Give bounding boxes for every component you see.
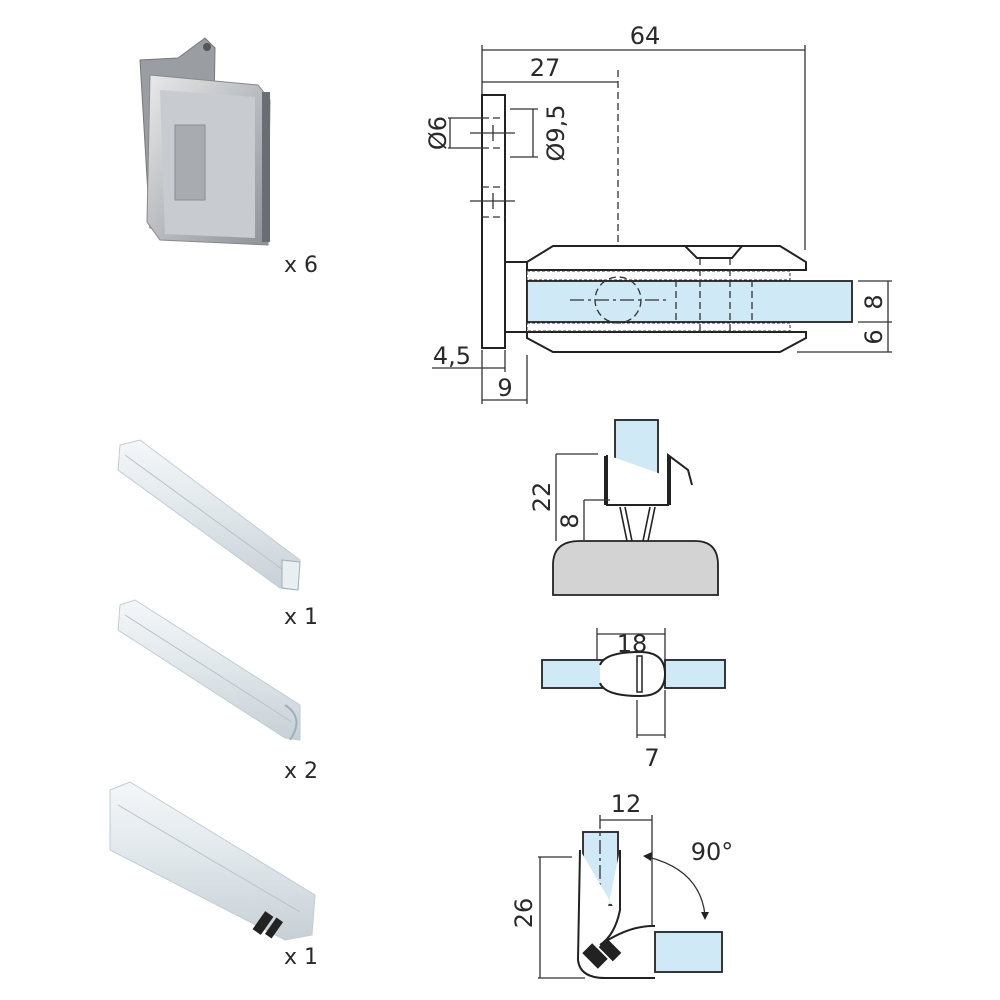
- dim-magnetic-width: 18: [617, 630, 648, 658]
- dim-plate-thickness: 4,5: [433, 342, 471, 370]
- sweep-seal-drawing: 22 8: [528, 419, 719, 596]
- dim-countersink-diameter: Ø9,5: [542, 104, 570, 161]
- dim-corner-angle: 90°: [691, 838, 734, 866]
- dim-corner-height: 26: [510, 898, 538, 929]
- magnetic-seal-drawing: 18 7: [541, 628, 726, 772]
- dim-glass-thickness: 8: [860, 294, 888, 309]
- dim-axis-offset: 27: [530, 54, 561, 82]
- hinge-quantity: x 6: [284, 253, 318, 278]
- dim-sweep-height: 22: [528, 482, 556, 513]
- dim-hole-diameter: Ø6: [424, 116, 452, 150]
- dim-plate-depth: 9: [497, 374, 512, 402]
- dim-sweep-gap: 8: [556, 513, 584, 528]
- hinge-drawing: 64 27 Ø6 Ø9,5 8: [424, 22, 892, 404]
- hinge-photo: [139, 37, 271, 246]
- seal-strip-2-quantity: x 2: [284, 759, 318, 784]
- seal-strip-3-quantity: x 1: [284, 945, 318, 970]
- corner-seal-drawing: 12 90° 26: [510, 790, 734, 979]
- seal-strip-3-photo: [109, 781, 316, 941]
- seal-strip-1-photo: [117, 439, 301, 591]
- seal-strip-2-photo: [117, 599, 301, 741]
- floor-base: [552, 540, 719, 596]
- seal-strip-1-quantity: x 1: [284, 605, 318, 630]
- dim-overall-width: 64: [630, 22, 661, 50]
- hinge-glass-panel: [526, 280, 853, 323]
- dim-corner-width: 12: [611, 790, 642, 818]
- dim-clamp-offset: 6: [860, 329, 888, 344]
- dim-magnetic-gap: 7: [644, 744, 659, 772]
